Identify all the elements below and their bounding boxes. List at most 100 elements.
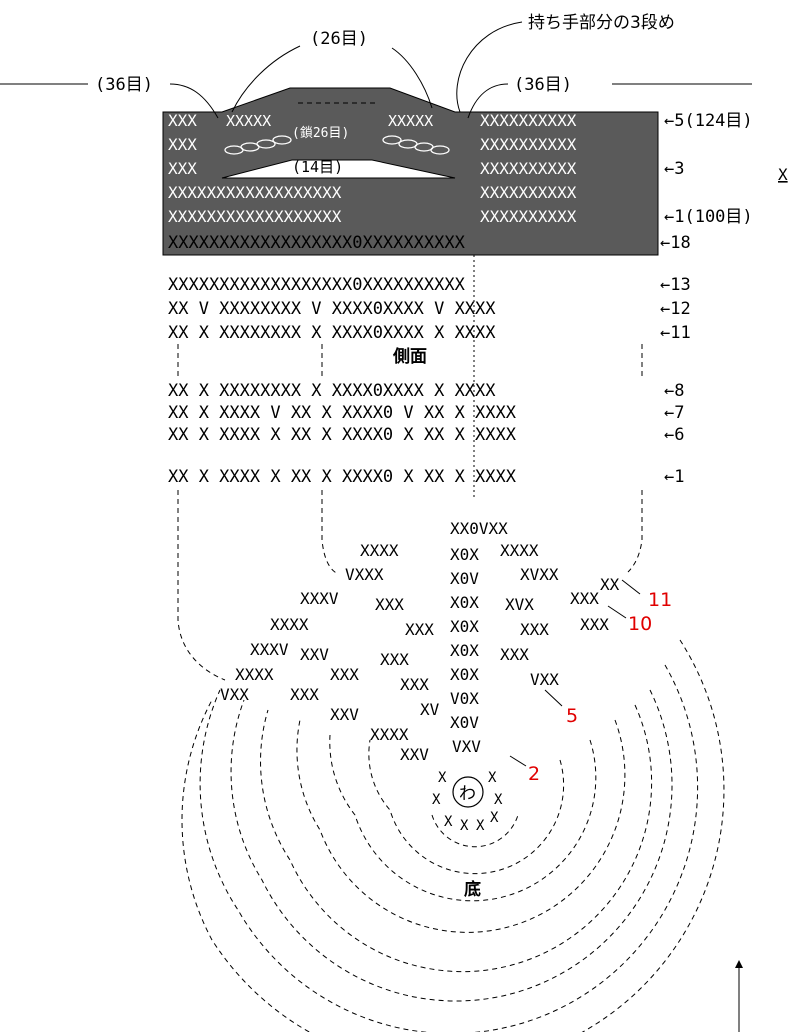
side-row-1: XX X XXXX X XX X XXXX0 X XX X XXXX [168, 467, 517, 487]
svg-text:X0X: X0X [450, 617, 479, 636]
side-row-label-11: ←11 [660, 323, 691, 343]
round-arrow-11 [622, 580, 640, 594]
svg-text:XXV: XXV [330, 705, 359, 724]
handle-row-2-left: XXXXXXXXXXXXXXXXXX [168, 183, 342, 202]
svg-text:XX: XX [600, 575, 620, 594]
connector-left [178, 490, 225, 680]
svg-text:XXXV: XXXV [250, 640, 289, 659]
round-arrow-2 [510, 756, 526, 766]
svg-text:XXX: XXX [375, 595, 404, 614]
side-title: 側面 [392, 346, 427, 367]
side-row-12: XX V XXXXXXXX V XXXX0XXXX V XXXX [168, 299, 496, 319]
svg-text:VXX: VXX [220, 685, 249, 704]
side-row-18: XXXXXXXXXXXXXXXXXX0XXXXXXXXXX [168, 233, 466, 253]
svg-text:VXXX: VXXX [345, 565, 384, 584]
side-row-label-18: ←18 [660, 233, 691, 253]
side-row-label-6: ←6 [664, 425, 684, 445]
svg-text:XXXX: XXXX [235, 665, 274, 684]
svg-text:XXX: XXX [500, 645, 529, 664]
side-row-11: XX X XXXXXXXX X XXXX0XXXX X XXXX [168, 323, 496, 343]
svg-text:X: X [494, 792, 503, 808]
round-arrow-10 [608, 606, 626, 618]
handle-row-4-left: XXX [168, 135, 197, 154]
svg-text:XXX: XXX [290, 685, 319, 704]
svg-text:X0X: X0X [450, 545, 479, 564]
side-row-6: XX X XXXX X XX X XXXX0 X XX X XXXX [168, 425, 517, 445]
handle-row-5-left: XXX [168, 111, 197, 130]
handle-callout-label: 持ち手部分の3段め [528, 13, 675, 33]
svg-text:X0X: X0X [450, 593, 479, 612]
svg-text:XV: XV [420, 700, 440, 719]
svg-text:V0X: V0X [450, 689, 479, 708]
svg-text:XXXX: XXXX [270, 615, 309, 634]
svg-text:X: X [438, 770, 447, 786]
round-label-11: 11 [648, 589, 672, 611]
svg-text:XXXV: XXXV [300, 589, 339, 608]
handle-row-1-left: XXXXXXXXXXXXXXXXXX [168, 207, 342, 226]
handle-bump-stitches-right: XXXXX [388, 112, 433, 130]
svg-text:XVX: XVX [505, 595, 534, 614]
svg-text:XXX: XXX [405, 620, 434, 639]
round-label-10: 10 [628, 613, 652, 635]
magic-ring-label: わ [459, 784, 476, 804]
round-label-2: 2 [528, 763, 540, 785]
svg-text:VXV: VXV [452, 737, 481, 756]
svg-text:XXX: XXX [330, 665, 359, 684]
round-label-5: 5 [566, 705, 578, 727]
left-36-label: (36目) [95, 75, 153, 95]
svg-text:VXX: VXX [530, 670, 559, 689]
partial-legend: X [778, 165, 788, 184]
opening-label: (14目) [292, 158, 343, 176]
svg-text:X: X [488, 770, 497, 786]
bottom-arrow-head [735, 960, 743, 968]
svg-text:XXXX: XXXX [500, 541, 539, 560]
svg-text:X: X [460, 818, 469, 834]
svg-text:X0X: X0X [450, 641, 479, 660]
svg-text:X0V: X0V [450, 569, 479, 588]
handle-row-label-5: ←5(124目) [664, 111, 753, 131]
handle-row-label-1: ←1(100目) [664, 207, 753, 227]
svg-text:X0X: X0X [450, 665, 479, 684]
svg-text:X0V: X0V [450, 713, 479, 732]
svg-text:XX0VXX: XX0VXX [450, 519, 508, 538]
handle-bump-stitches-left: XXXXX [226, 112, 271, 130]
side-row-label-8: ←8 [664, 381, 684, 401]
handle-row-3-left: XXX [168, 159, 197, 178]
svg-text:XXX: XXX [580, 615, 609, 634]
svg-text:X: X [490, 810, 499, 826]
svg-text:XXX: XXX [520, 620, 549, 639]
handle-row-label-3: ←3 [664, 159, 684, 179]
handle-row-2-right: XXXXXXXXXX [480, 183, 577, 202]
side-row-7: XX X XXXX V XX X XXXX0 V XX X XXXX [168, 403, 517, 423]
callout-26-label: (26目) [310, 29, 368, 49]
svg-text:XXX: XXX [570, 589, 599, 608]
bottom-title: 底 [464, 879, 481, 900]
svg-text:X: X [432, 792, 441, 808]
svg-text:XXX: XXX [380, 650, 409, 669]
handle-row-5-right: XXXXXXXXXX [480, 111, 577, 130]
connector-right [628, 490, 642, 572]
chain-label: (鎖26目) [292, 125, 349, 141]
side-section: XXXXXXXXXXXXXXXXXX0XXXXXXXXXX ←18 XXXXXX… [168, 233, 691, 487]
side-row-label-1: ←1 [664, 467, 684, 487]
side-row-label-13: ←13 [660, 275, 691, 295]
svg-text:X: X [476, 818, 485, 834]
svg-text:XXXX: XXXX [370, 725, 409, 744]
right-36-label: (36目) [514, 75, 572, 95]
handle-row-4-right: XXXXXXXXXX [480, 135, 577, 154]
svg-text:XXV: XXV [400, 745, 429, 764]
svg-text:XXV: XXV [300, 645, 329, 664]
side-row-8: XX X XXXXXXXX X XXXX0XXXX X XXXX [168, 381, 496, 401]
svg-text:XXX: XXX [400, 675, 429, 694]
handle-row-3-right: XXXXXXXXXX [480, 159, 577, 178]
round-arrow-5 [545, 690, 562, 706]
svg-text:XVXX: XVXX [520, 565, 559, 584]
handle-section: XXXXX XXXXX XXX XXXXXXXXXX XXX XXXXXXXXX… [0, 13, 788, 255]
side-row-13: XXXXXXXXXXXXXXXXXX0XXXXXXXXXX [168, 275, 466, 295]
svg-text:X: X [444, 814, 453, 830]
handle-callout-leader [457, 22, 522, 112]
side-row-label-7: ←7 [664, 403, 684, 423]
